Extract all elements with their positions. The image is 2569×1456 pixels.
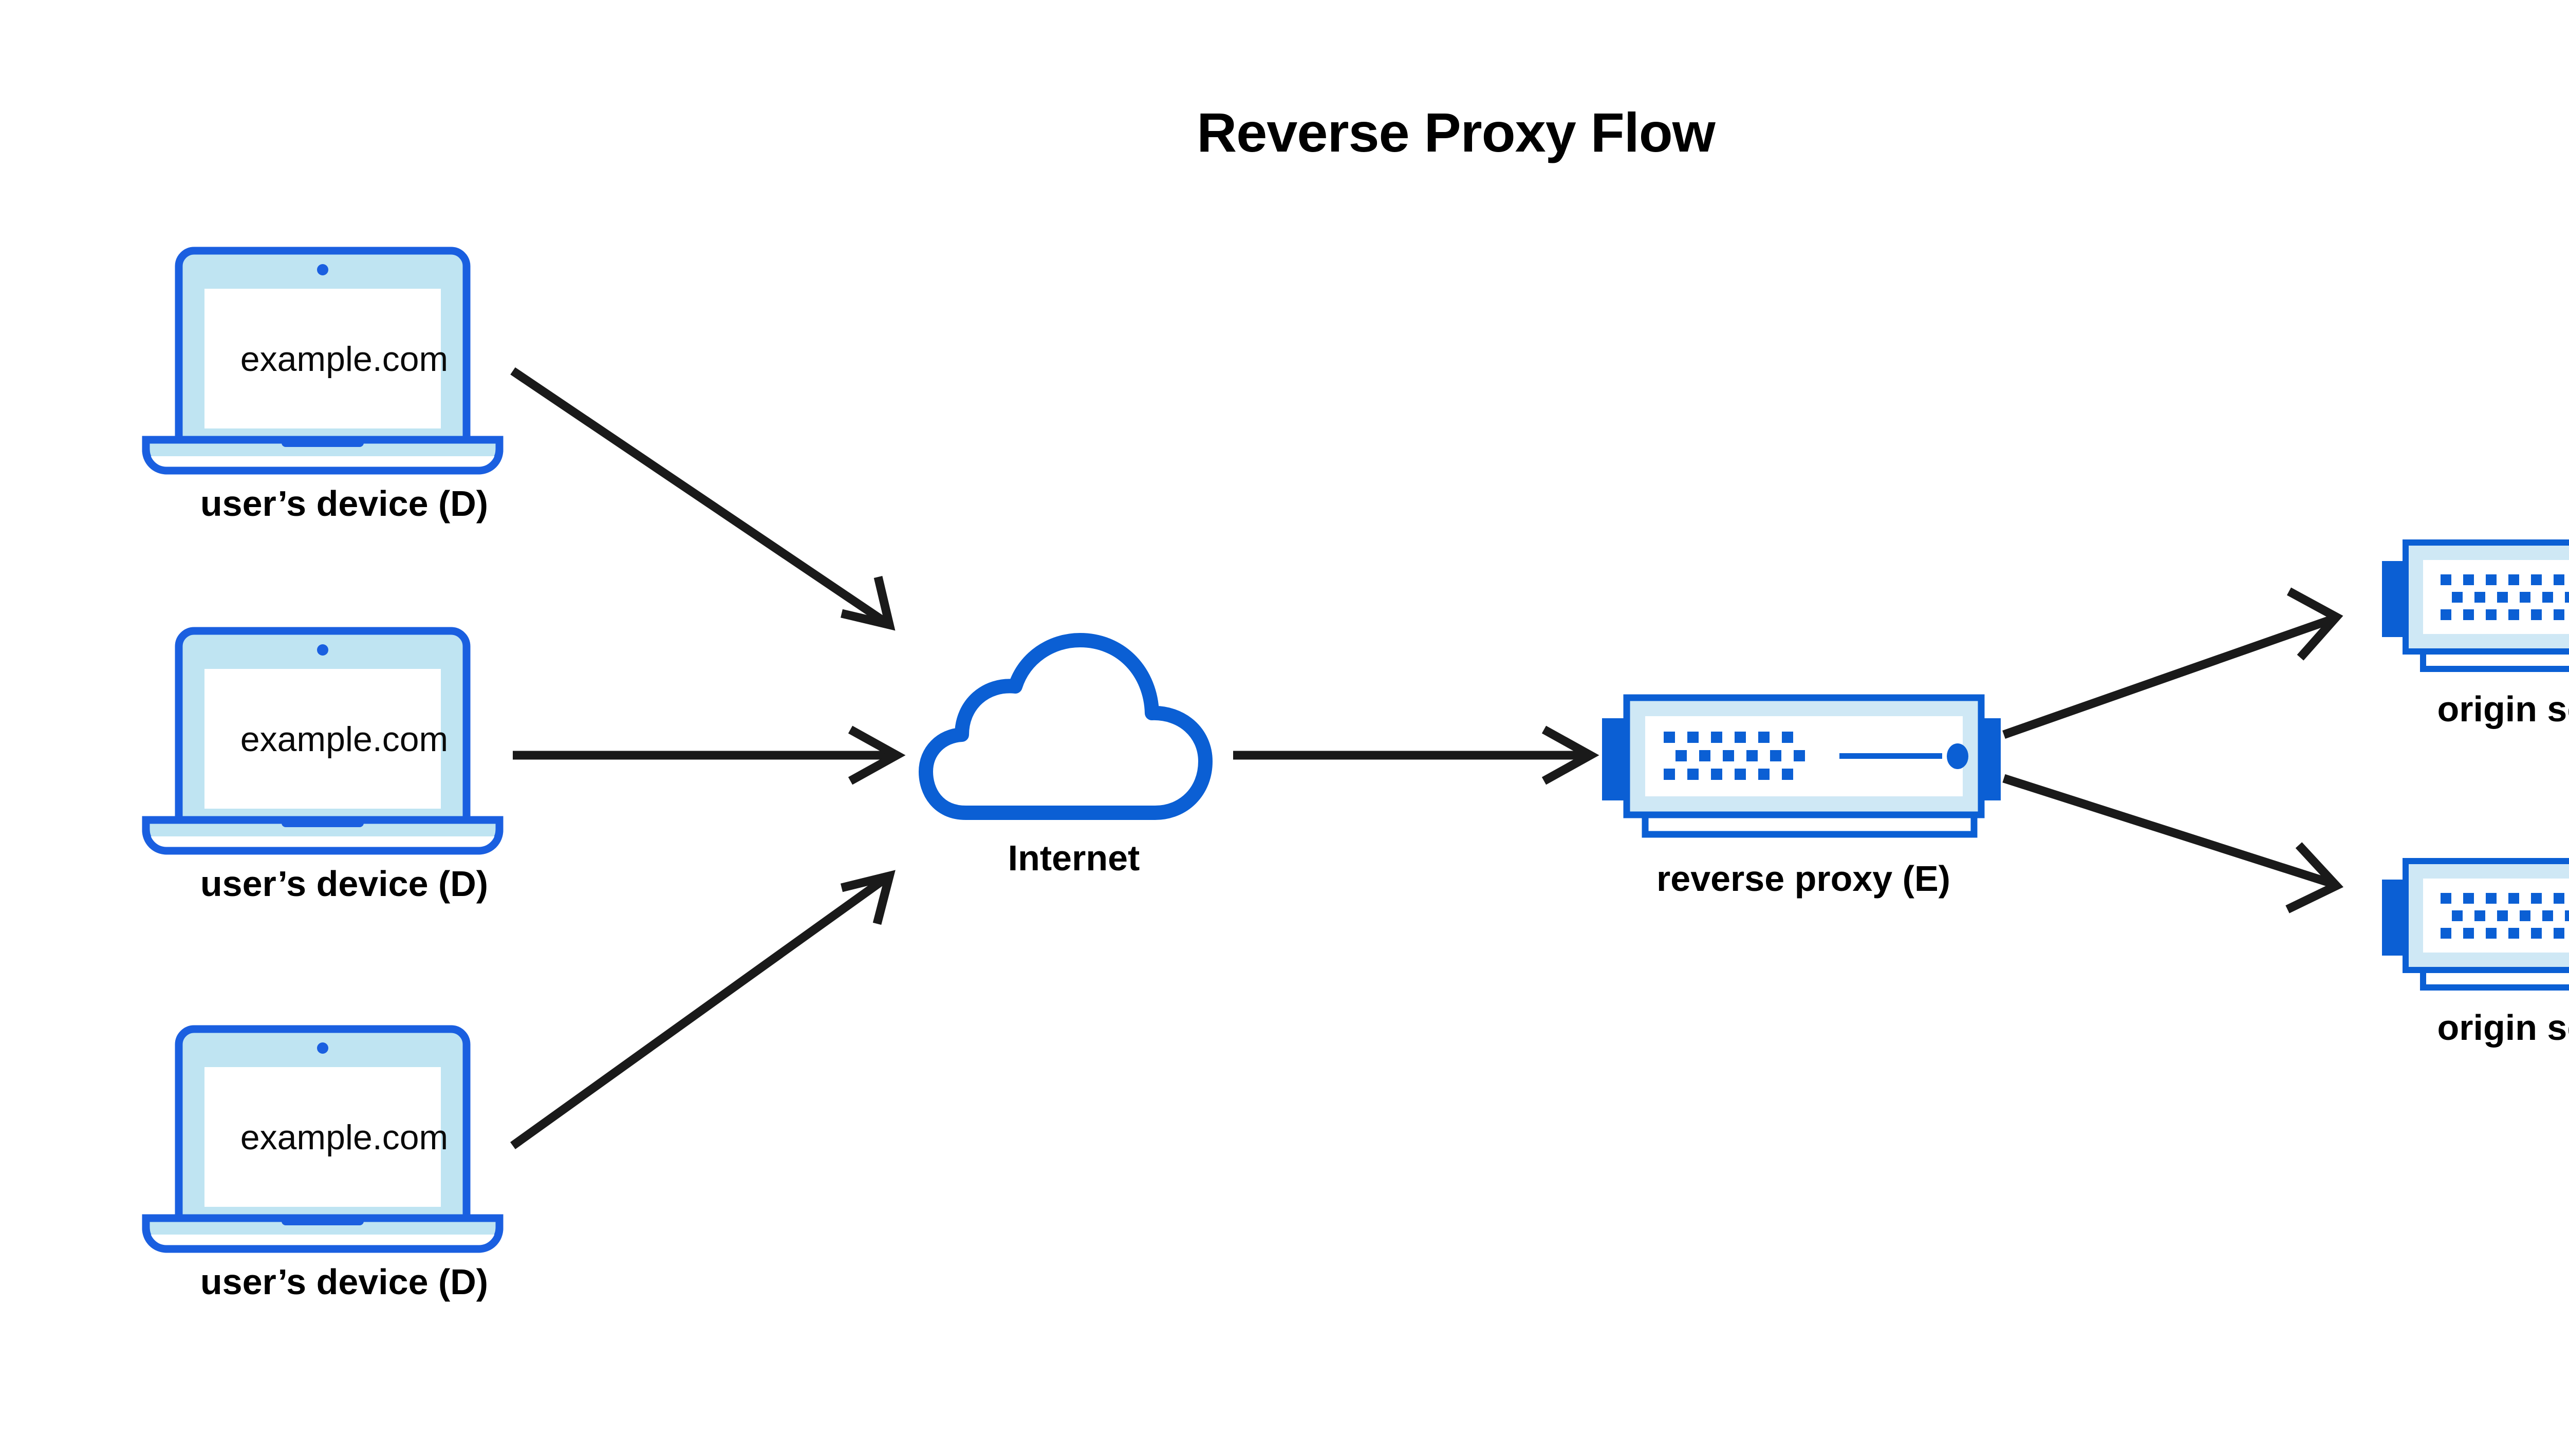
page-title: Reverse Proxy Flow (1197, 101, 1715, 163)
laptop-screen-text: example.com (240, 340, 449, 379)
edge-client-middle-to-internet (513, 725, 906, 785)
server-icon (2382, 539, 2569, 672)
edge-client-bottom-to-internet (510, 870, 896, 1149)
edge-reverse-proxy-to-origin-top (2002, 587, 2343, 739)
node-origin-top[interactable]: origin server (F) (2379, 534, 2569, 740)
node-caption-client-middle: user’s device (D) (200, 864, 489, 904)
node-caption-internet: Internet (1008, 838, 1140, 878)
laptop-icon (142, 627, 504, 855)
node-caption-origin-top: origin server (F) (2437, 689, 2569, 729)
cloud-icon (919, 633, 1213, 820)
node-internet[interactable]: Internet (915, 632, 1233, 878)
node-caption-origin-bottom: origin server (F) (2437, 1007, 2569, 1048)
node-client-middle[interactable]: example.com user’s device (D) (139, 627, 550, 914)
edge-reverse-proxy-to-origin-bottom (2002, 774, 2344, 913)
laptop-icon (142, 1025, 504, 1253)
edge-client-top-to-internet (510, 367, 896, 631)
node-caption-client-top: user’s device (D) (200, 483, 489, 524)
node-reverse-proxy[interactable]: reverse proxy (E) (1598, 688, 2009, 904)
node-origin-bottom[interactable]: origin server (F) (2379, 853, 2569, 1058)
laptop-icon (142, 247, 504, 475)
node-caption-client-bottom: user’s device (D) (200, 1262, 489, 1302)
edge-internet-to-reverse-proxy (1233, 725, 1599, 785)
node-client-bottom[interactable]: example.com user’s device (D) (139, 1025, 550, 1313)
laptop-screen-text: example.com (240, 1118, 449, 1157)
server-icon (2382, 858, 2569, 991)
server-icon (1602, 694, 2001, 838)
laptop-screen-text: example.com (240, 720, 449, 759)
node-caption-reverse-proxy: reverse proxy (E) (1656, 858, 1950, 899)
node-client-top[interactable]: example.com user’s device (D) (139, 247, 550, 534)
